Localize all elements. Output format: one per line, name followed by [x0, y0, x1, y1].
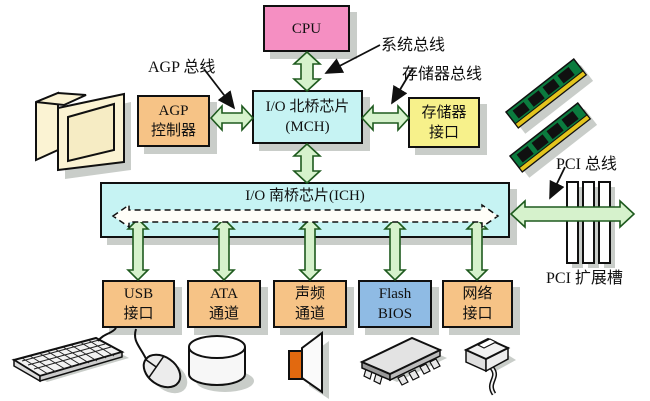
- network-line2: 接口: [462, 306, 493, 322]
- monitor-icon: [35, 91, 131, 179]
- agp-controller-box: AGP 控制器: [137, 95, 210, 147]
- agp-controller-line1: AGP: [158, 103, 189, 119]
- flash-bios-line2: BIOS: [377, 306, 413, 322]
- ata-line1: ATA: [210, 286, 238, 302]
- south-bridge-box: I/O 南桥芯片(ICH): [100, 182, 510, 238]
- audio-line2: 通道: [294, 306, 325, 322]
- memory-interface-line1: 存储器: [421, 104, 467, 121]
- pci-bus-label: PCI 总线: [556, 156, 617, 173]
- ata-line2: 通道: [208, 306, 239, 322]
- agp-bus-arrow: [209, 103, 255, 133]
- pci-slots-icon: [566, 181, 615, 268]
- audio-line1: 声频: [294, 286, 325, 302]
- keyboard-icon: [11, 336, 129, 383]
- memory-bus-arrow: [360, 103, 411, 133]
- agp-bus-label: AGP 总线: [148, 59, 216, 76]
- network-interface-box: 网络 接口: [442, 280, 513, 328]
- usb-interface-box: USB 接口: [102, 280, 175, 328]
- speaker-icon: [288, 331, 329, 399]
- agp-controller-line2: 控制器: [150, 123, 196, 139]
- mouse-icon: [97, 327, 188, 394]
- cpu-box: CPU: [263, 5, 350, 52]
- south-bridge-label: I/O 南桥芯片(ICH): [245, 188, 365, 204]
- memory-interface-box: 存储器 接口: [408, 97, 480, 148]
- flash-bios-box: Flash BIOS: [358, 280, 432, 328]
- northbridge-southbridge-arrow: [291, 142, 323, 185]
- cpu-northbridge-arrow: [291, 50, 323, 93]
- memory-interface-line2: 接口: [428, 124, 459, 141]
- north-bridge-box: I/O 北桥芯片 (MCH): [252, 90, 363, 144]
- chip-icon: [359, 336, 447, 386]
- memory-bus-label: 存储器总线: [402, 66, 483, 83]
- pci-bus-arrow: [509, 199, 636, 229]
- north-bridge-line1: I/O 北桥芯片: [265, 99, 350, 115]
- ata-channel-box: ATA 通道: [187, 280, 261, 328]
- usb-line2: 接口: [123, 306, 154, 322]
- north-bridge-line2: (MCH): [285, 119, 330, 135]
- system-bus-label: 系统总线: [381, 37, 446, 54]
- usb-line1: USB: [123, 286, 154, 302]
- rj45-icon: [463, 337, 516, 396]
- network-line1: 网络: [462, 286, 493, 302]
- cpu-label: CPU: [291, 20, 322, 37]
- disk-icon: [188, 335, 254, 392]
- audio-channel-box: 声频 通道: [273, 280, 347, 328]
- pci-slot-label: PCI 扩展槽: [546, 270, 623, 287]
- flash-bios-line1: Flash: [378, 286, 412, 302]
